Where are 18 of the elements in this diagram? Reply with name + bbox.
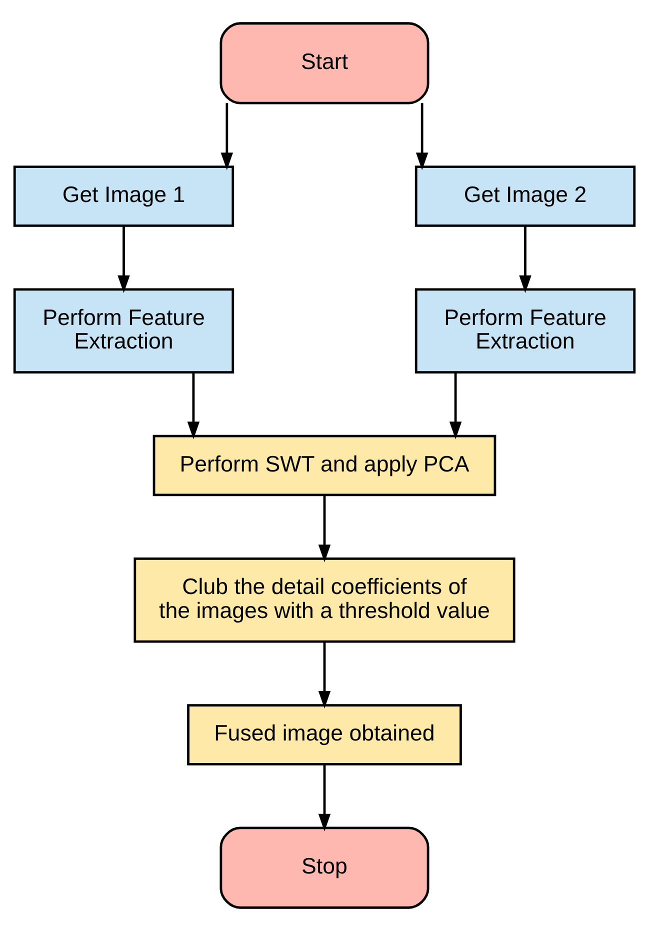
arrow [187, 372, 200, 439]
arrow [416, 102, 428, 170]
node-box: Club the detail coefficients of the images with a threshold value [134, 557, 516, 642]
node-box: Get Image 1 [13, 165, 234, 226]
arrow [318, 494, 331, 562]
node-box: Fused image obtained [187, 704, 462, 765]
arrow [318, 641, 331, 708]
node-box: Perform Feature Extraction [414, 288, 636, 373]
node-box: Get Image 2 [414, 165, 636, 226]
node-box: Perform SWT and apply PCA [152, 434, 496, 496]
arrow [519, 226, 532, 292]
arrow [318, 764, 331, 831]
node-box: Stop [220, 826, 430, 908]
node-box: Start [220, 22, 430, 104]
arrow [220, 102, 234, 170]
node-box: Perform Feature Extraction [13, 288, 234, 373]
arrow [118, 226, 130, 292]
arrow [449, 372, 462, 439]
